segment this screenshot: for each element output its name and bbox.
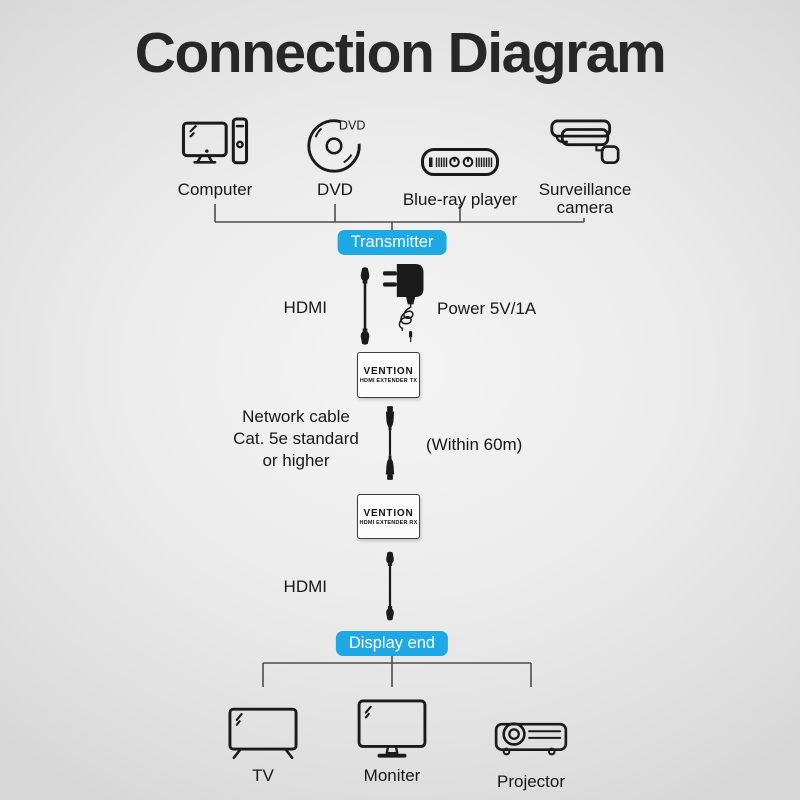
network-cable-line-3: or higher	[262, 451, 330, 470]
dvd-label: DVD	[317, 180, 353, 199]
bluray-player-icon	[421, 112, 499, 186]
display-device-monitor: Moniter	[327, 690, 457, 785]
source-device-dvd: DVD DVD	[270, 112, 400, 199]
power-adapter-icon	[383, 263, 424, 343]
source-device-camera: Surveillance camera	[534, 112, 636, 217]
hdmi-top-label: HDMI	[283, 298, 327, 317]
display-device-tv: TV	[198, 690, 328, 785]
computer-icon	[181, 112, 249, 176]
source-device-bluray: Blue-ray player	[395, 112, 525, 209]
extender-tx-box: VENTION HDMI EXTENDER TX	[357, 352, 420, 398]
extender-rx-box: VENTION HDMI EXTENDER RX	[357, 494, 420, 539]
tv-label: TV	[252, 766, 274, 785]
transmitter-badge: Transmitter	[337, 230, 447, 255]
projector-icon	[494, 690, 568, 766]
network-cable-line-1: Network cable	[242, 407, 350, 426]
dvd-disc-text: DVD	[339, 118, 366, 132]
tx-brand-text: VENTION	[363, 366, 414, 377]
network-cable-line-2: Cat. 5e standard	[233, 429, 359, 448]
hdmi-cable-icon-top	[360, 267, 370, 345]
monitor-label: Moniter	[363, 766, 421, 785]
rx-model-text: HDMI EXTENDER RX	[359, 519, 418, 526]
bluray-label: Blue-ray player	[402, 190, 518, 209]
projector-label: Projector	[496, 772, 566, 791]
monitor-icon	[357, 690, 427, 760]
network-cable-label: Network cable Cat. 5e standard or higher	[202, 406, 390, 472]
distance-label: (Within 60m)	[426, 435, 523, 454]
network-cable-icon	[385, 406, 395, 480]
display-device-projector: Projector	[466, 690, 596, 791]
surveillance-camera-icon	[549, 112, 621, 176]
rx-brand-text: VENTION	[363, 507, 414, 519]
tx-model-text: HDMI EXTENDER TX	[359, 378, 418, 384]
computer-label: Computer	[177, 180, 253, 199]
display-end-badge: Display end	[335, 631, 449, 656]
page-title: Connection Diagram	[134, 21, 667, 85]
dvd-disc-icon: DVD	[304, 112, 366, 176]
hdmi-cable-icon-bottom	[386, 551, 394, 621]
tv-icon	[228, 690, 298, 760]
power-label: Power 5V/1A	[437, 299, 537, 318]
source-device-computer: Computer	[150, 112, 280, 199]
camera-label: Surveillance camera	[538, 180, 632, 217]
hdmi-bottom-label: HDMI	[283, 577, 327, 596]
